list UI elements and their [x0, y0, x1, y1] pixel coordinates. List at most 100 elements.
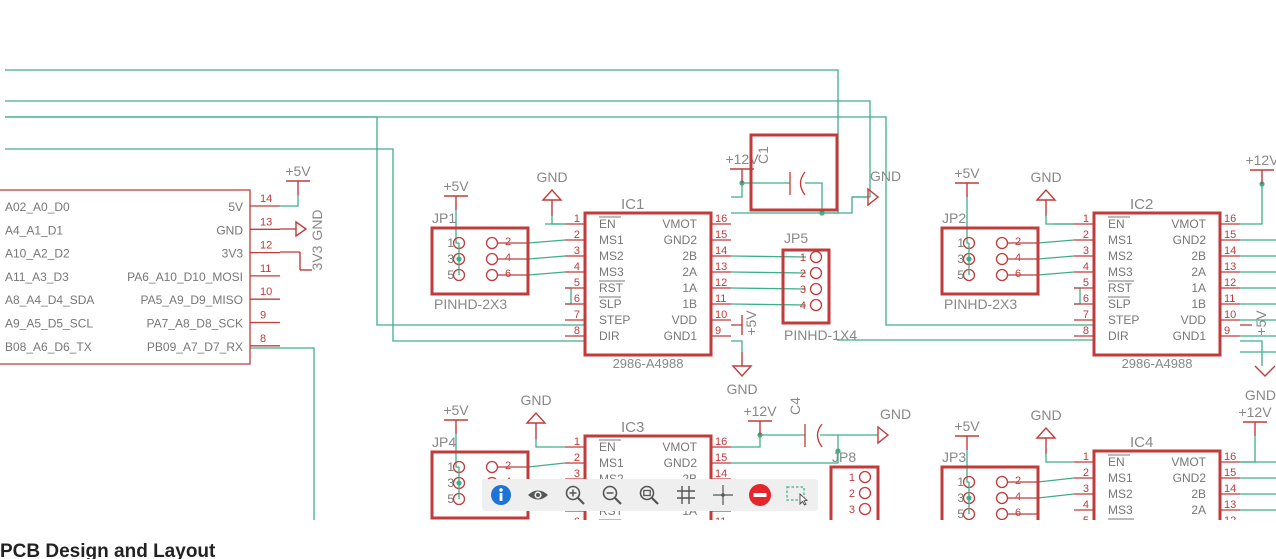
jp2-pin-number: 6 [1015, 268, 1021, 280]
zoom-out-button[interactable] [593, 479, 630, 511]
mcu-3v3-label: 3V3 [309, 245, 325, 270]
net-wire-ic1-ms [527, 239, 566, 244]
ic4-pin-label: MS3 [1108, 503, 1133, 517]
mcu-gnd-symbol [295, 220, 308, 238]
net-wire-ic1-ms [527, 271, 566, 276]
ic4-pin-number: 1 [1083, 451, 1089, 463]
ic2-pin-number: 16 [1224, 213, 1236, 225]
ic4-ref-label: IC4 [1130, 434, 1153, 451]
mcu-pin-number: 11 [260, 263, 271, 275]
mcu-pin-label: A10_A2_D2 [5, 247, 70, 261]
select-area-button[interactable] [778, 479, 815, 511]
net-wire-ic3-gnd [535, 439, 565, 448]
ic2-pin-number: 3 [1083, 245, 1089, 257]
crosshair-button[interactable] [704, 479, 741, 511]
jp1-pin-number: 4 [505, 252, 511, 264]
ic2-pin-label: STEP [1108, 313, 1139, 327]
mcu-pin-number: 14 [260, 193, 272, 205]
jp8-pin-number: 3 [849, 504, 855, 516]
jp4-ref-label: JP4 [432, 434, 456, 450]
ic1-pin-label: 1A [682, 281, 697, 295]
eye-icon [527, 490, 548, 500]
ic1-pin-number: 16 [715, 213, 727, 225]
ic2-pin-number: 15 [1224, 229, 1236, 241]
ic4-pin-number: 2 [1083, 467, 1089, 479]
ic1-gnd-label: GND [536, 169, 567, 185]
junction-dot [835, 448, 841, 454]
jp2-pin-number: 4 [1015, 252, 1021, 264]
mcu-5v-label: +5V [285, 163, 311, 179]
net-wire-jp5 [730, 287, 807, 290]
jp1-pin-pad [485, 236, 499, 250]
net-wire-ic1-gnd2 [731, 196, 868, 214]
ic4-pin-number: 13 [1224, 499, 1236, 511]
ic2-pin-label: GND1 [1173, 329, 1207, 343]
visibility-button[interactable] [519, 479, 556, 511]
mcu-pin-number: 13 [260, 216, 272, 228]
ic1-value-label: 2986-A4988 [613, 356, 684, 371]
zoom-in-button[interactable] [556, 479, 593, 511]
net-wire-d4 [5, 116, 586, 326]
net-wire-ic4-ms1 [1037, 477, 1075, 483]
zoom-fit-button[interactable] [630, 479, 667, 511]
info-button[interactable] [482, 479, 519, 511]
net-wire-ic2-ms [1037, 255, 1075, 260]
mcu-pin-label: PA6_A10_D10_MOSI [127, 270, 243, 284]
c4-ref-label: C4 [787, 397, 803, 415]
ic4-pin-number: 14 [1224, 483, 1236, 495]
grid-button[interactable] [667, 479, 704, 511]
ic3-pin-number: 15 [715, 452, 727, 464]
ic1-pin-number: 9 [715, 325, 721, 337]
mcu-pin-label: B08_A6_D6_TX [5, 340, 92, 354]
c1-ref-label: C1 [755, 146, 771, 164]
ic2-pin-number: 13 [1224, 261, 1236, 273]
ic4-pin-number: 16 [1224, 451, 1236, 463]
c1-plate-curved [799, 171, 806, 196]
ic1-pin-label: VMOT [662, 217, 697, 231]
ic2-pin-label: VDD [1181, 313, 1207, 327]
jp5-outline [781, 248, 831, 325]
info-icon [490, 485, 511, 505]
ic4-pin-label: MS2 [1108, 487, 1133, 501]
net-wire-jp5 [730, 303, 807, 306]
jp3-5v-label: +5V [954, 418, 980, 434]
ic2-pin-number: 7 [1083, 309, 1089, 321]
ic4-pin-number: 3 [1083, 483, 1089, 495]
net-wire-jp4-5v [455, 434, 459, 468]
mcu-pin-label: A11_A3_D3 [5, 270, 69, 284]
mcu-pin-label: 5V [228, 200, 243, 214]
net-wire-ic2-vmot [1240, 184, 1263, 225]
mcu-pin-number: 8 [260, 333, 266, 345]
stop-button[interactable] [741, 479, 778, 511]
ic2-pin-label: MS1 [1108, 233, 1133, 247]
ic2-pin-label: 1A [1191, 281, 1206, 295]
ic3-12v-label: +12V [743, 403, 777, 419]
ic4-pin-label: 2B [1191, 487, 1206, 501]
jp3-pin-number: 1 [957, 475, 964, 489]
mcu-pin-label: PA7_A8_D8_SCK [146, 317, 243, 331]
jp3-pin-number: 5 [957, 507, 964, 520]
jp5-pin-number: 2 [800, 268, 806, 280]
net-wire-jp2-5v [966, 197, 969, 244]
net-wire-ic1-gnd1 [731, 340, 743, 352]
jp8-ref-label: JP8 [832, 449, 856, 465]
jp1-5v-label: +5V [443, 178, 469, 194]
schematic-drawing: A02_A0_D0A4_A1_D1A10_A2_D2A11_A3_D3A8_A4… [0, 69, 1276, 520]
ic1-pin-label: RST [599, 281, 624, 295]
ic1-5v-label: +5V [743, 310, 759, 336]
ic2-pin-label: DIR [1108, 329, 1129, 343]
ic2-pin-label: 1B [1191, 297, 1206, 311]
jp3-pin-pad [995, 475, 1009, 489]
c4-plate-curved [816, 423, 823, 448]
ic1-pin-label: 2A [682, 265, 697, 279]
jp1-ref-label: JP1 [432, 210, 456, 226]
jp3-pin-pad [995, 507, 1009, 520]
jp5-pin-pad [809, 298, 823, 312]
select-area-icon [785, 486, 808, 506]
ic3-pin-label: MS1 [599, 456, 624, 470]
grid-icon [676, 486, 695, 504]
ic1-pin-number: 15 [715, 229, 727, 241]
mcu-pin-number: 10 [260, 286, 272, 298]
ic2-pin-label: RST [1108, 281, 1133, 295]
